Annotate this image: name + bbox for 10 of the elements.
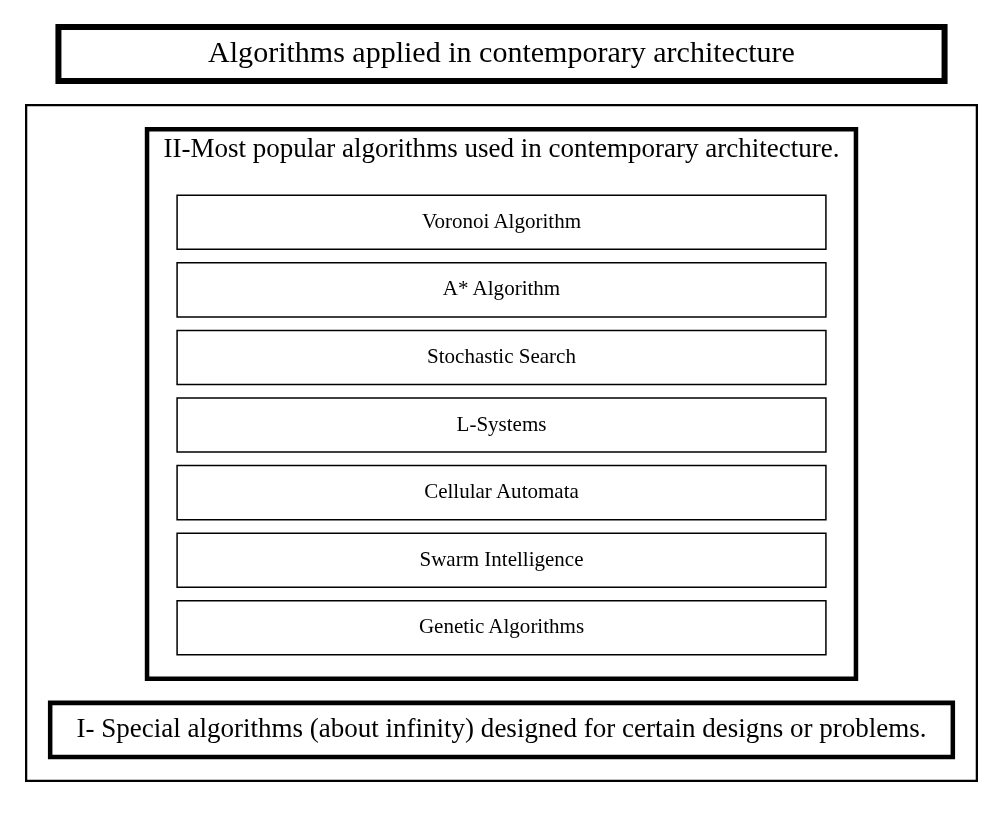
node-box: Genetic Algorithms: [176, 600, 827, 656]
node-box: L-Systems: [176, 397, 827, 453]
node-box: A* Algorithm: [176, 262, 827, 318]
node-box: Stochastic Search: [176, 329, 827, 386]
node-box: Cellular Automata: [176, 464, 827, 521]
node-box: Voronoi Algorithm: [176, 194, 827, 251]
cluster: [25, 104, 978, 783]
node-box: Swarm Intelligence: [176, 532, 827, 588]
node-box: I- Special algorithms (about infinity) designed for certain designs or problems.: [47, 700, 956, 760]
node-box: Algorithms applied in contemporary architecture: [55, 24, 948, 85]
